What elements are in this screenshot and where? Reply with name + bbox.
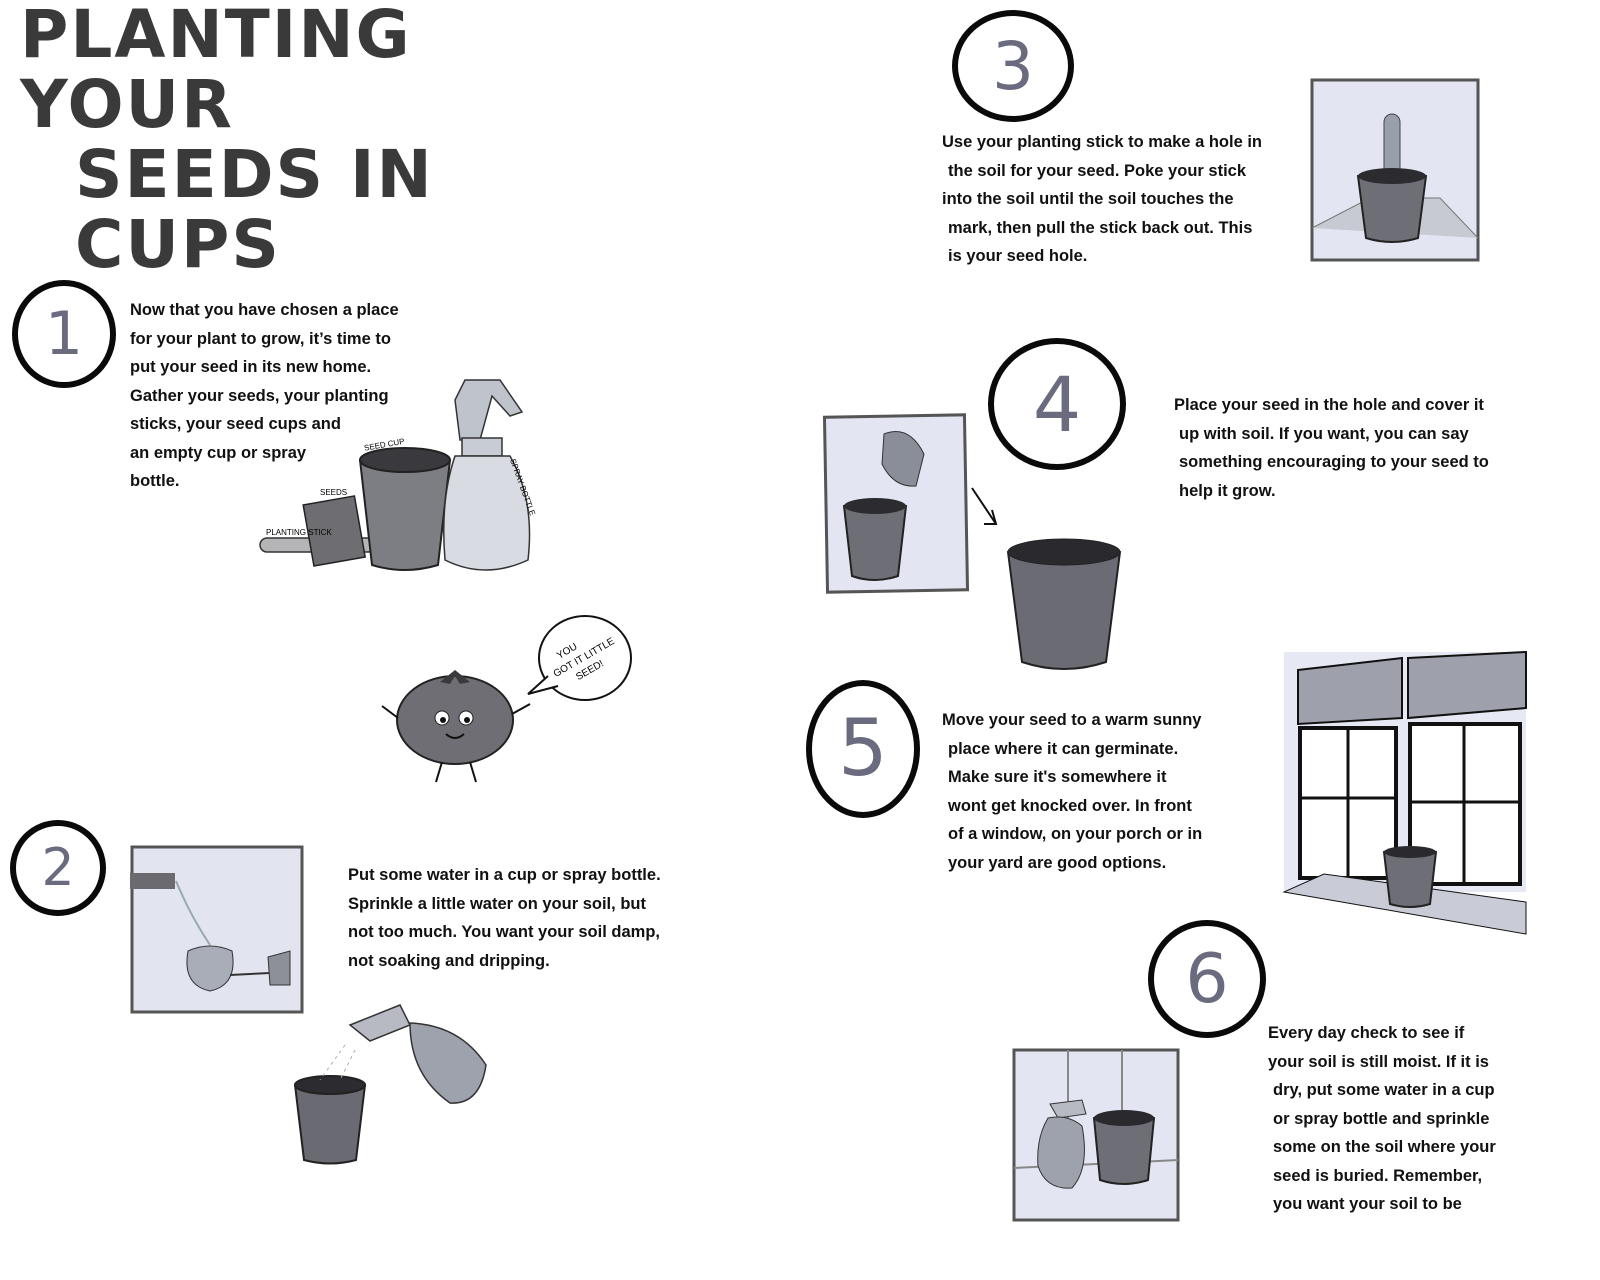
- step-1-line: put your seed in its new home.: [130, 358, 372, 376]
- title-line-2: SEEDS IN CUPS: [75, 136, 434, 283]
- step-4-line: help it grow.: [1179, 481, 1276, 500]
- step-5-window-illustration: [1282, 650, 1527, 935]
- step-4-line: Place your seed in the hole and cover it: [1174, 396, 1484, 414]
- step-6-line: dry, put some water in a cup: [1273, 1081, 1495, 1099]
- step-6-number: 6: [1185, 939, 1229, 1019]
- step-3-line: Use your planting stick to make a hole i…: [942, 133, 1262, 151]
- step-1-supplies-illustration: PLANTING STICK SEEDS SEED CUP SPRAY BOTT…: [259, 379, 537, 571]
- step-6-line: you want your soil to be: [1273, 1195, 1462, 1213]
- step-5-line: your yard are good options.: [948, 853, 1167, 872]
- step-2-number-circle: 2: [10, 820, 106, 916]
- step-1-line: Gather your seeds, your planting: [130, 386, 389, 405]
- title-line-1: PLANTING YOUR: [20, 0, 412, 143]
- step-6-line: your soil is still moist. If it is: [1268, 1052, 1489, 1071]
- label-planting-stick: PLANTING STICK: [266, 528, 332, 537]
- step-2-number: 2: [41, 838, 75, 898]
- step-6-line: Every day check to see if: [1268, 1024, 1465, 1042]
- step-3-number-circle: 3: [952, 10, 1074, 122]
- step-4-number-circle: 4: [988, 338, 1126, 470]
- step-3-number: 3: [992, 27, 1034, 105]
- step-6-line: or spray bottle and sprinkle: [1273, 1109, 1490, 1128]
- step-4-line: something encouraging to your seed to: [1179, 453, 1489, 471]
- step-3-stick-illustration: [1310, 78, 1480, 262]
- step-2-spray-cup-illustration: [293, 1004, 487, 1165]
- step-6-watering-illustration: [1012, 1048, 1180, 1222]
- step-2-text: Put some water in a cup or spray bottle.…: [348, 861, 718, 975]
- step-1-text: Now that you have chosen a place for you…: [130, 296, 460, 496]
- step-1-line: sticks, your seed cups and: [130, 415, 341, 433]
- step-1-line: for your plant to grow, it’s time to: [130, 329, 391, 348]
- step-2-line: Put some water in a cup or spray bottle.: [348, 866, 661, 884]
- step-5-line: Make sure it's somewhere it: [948, 768, 1167, 786]
- step-1-number: 1: [44, 299, 84, 369]
- step-4-seed-illustration: [822, 413, 1122, 670]
- step-5-text: Move your seed to a warm sunny place whe…: [942, 706, 1272, 877]
- step-6-text: Every day check to see if your soil is s…: [1268, 1019, 1568, 1219]
- step-3-line: mark, then pull the stick back out. This: [948, 218, 1253, 237]
- step-6-number-circle: 6: [1148, 920, 1266, 1038]
- step-1-line: an empty cup or spray: [130, 443, 307, 462]
- step-5-line: place where it can germinate.: [948, 739, 1179, 758]
- step-3-text: Use your planting stick to make a hole i…: [942, 128, 1312, 271]
- step-1-number-circle: 1: [12, 280, 116, 388]
- step-2-line: not soaking and dripping.: [348, 951, 550, 970]
- tomato-character: YOU GOT IT LITTLE SEED!: [381, 615, 632, 783]
- step-3-line: the soil for your seed. Poke your stick: [948, 161, 1247, 180]
- step-3-line: into the soil until the soil touches the: [942, 190, 1234, 208]
- step-6-line: seed is buried. Remember,: [1273, 1166, 1483, 1185]
- step-5-line: of a window, on your porch or in: [948, 825, 1203, 843]
- step-4-line: up with soil. If you want, you can say: [1179, 424, 1469, 443]
- step-2-line: not too much. You want your soil damp,: [348, 923, 660, 941]
- step-4-text: Place your seed in the hole and cover it…: [1174, 391, 1544, 505]
- step-3-line: is your seed hole.: [948, 247, 1088, 265]
- step-5-line: Move your seed to a warm sunny: [942, 711, 1202, 729]
- step-1-line: Now that you have chosen a place: [130, 301, 399, 319]
- step-5-number: 5: [838, 704, 888, 794]
- label-seeds: SEEDS: [320, 488, 347, 497]
- step-5-line: wont get knocked over. In front: [948, 796, 1192, 815]
- step-2-pour-illustration: [130, 845, 304, 1014]
- step-5-number-circle: 5: [806, 680, 920, 818]
- step-6-line: some on the soil where your: [1273, 1138, 1496, 1156]
- step-2-line: Sprinkle a little water on your soil, bu…: [348, 894, 646, 913]
- step-4-number: 4: [1032, 359, 1082, 449]
- step-1-line: bottle.: [130, 472, 180, 490]
- page-title: PLANTING YOUR SEEDS IN CUPS: [20, 0, 640, 280]
